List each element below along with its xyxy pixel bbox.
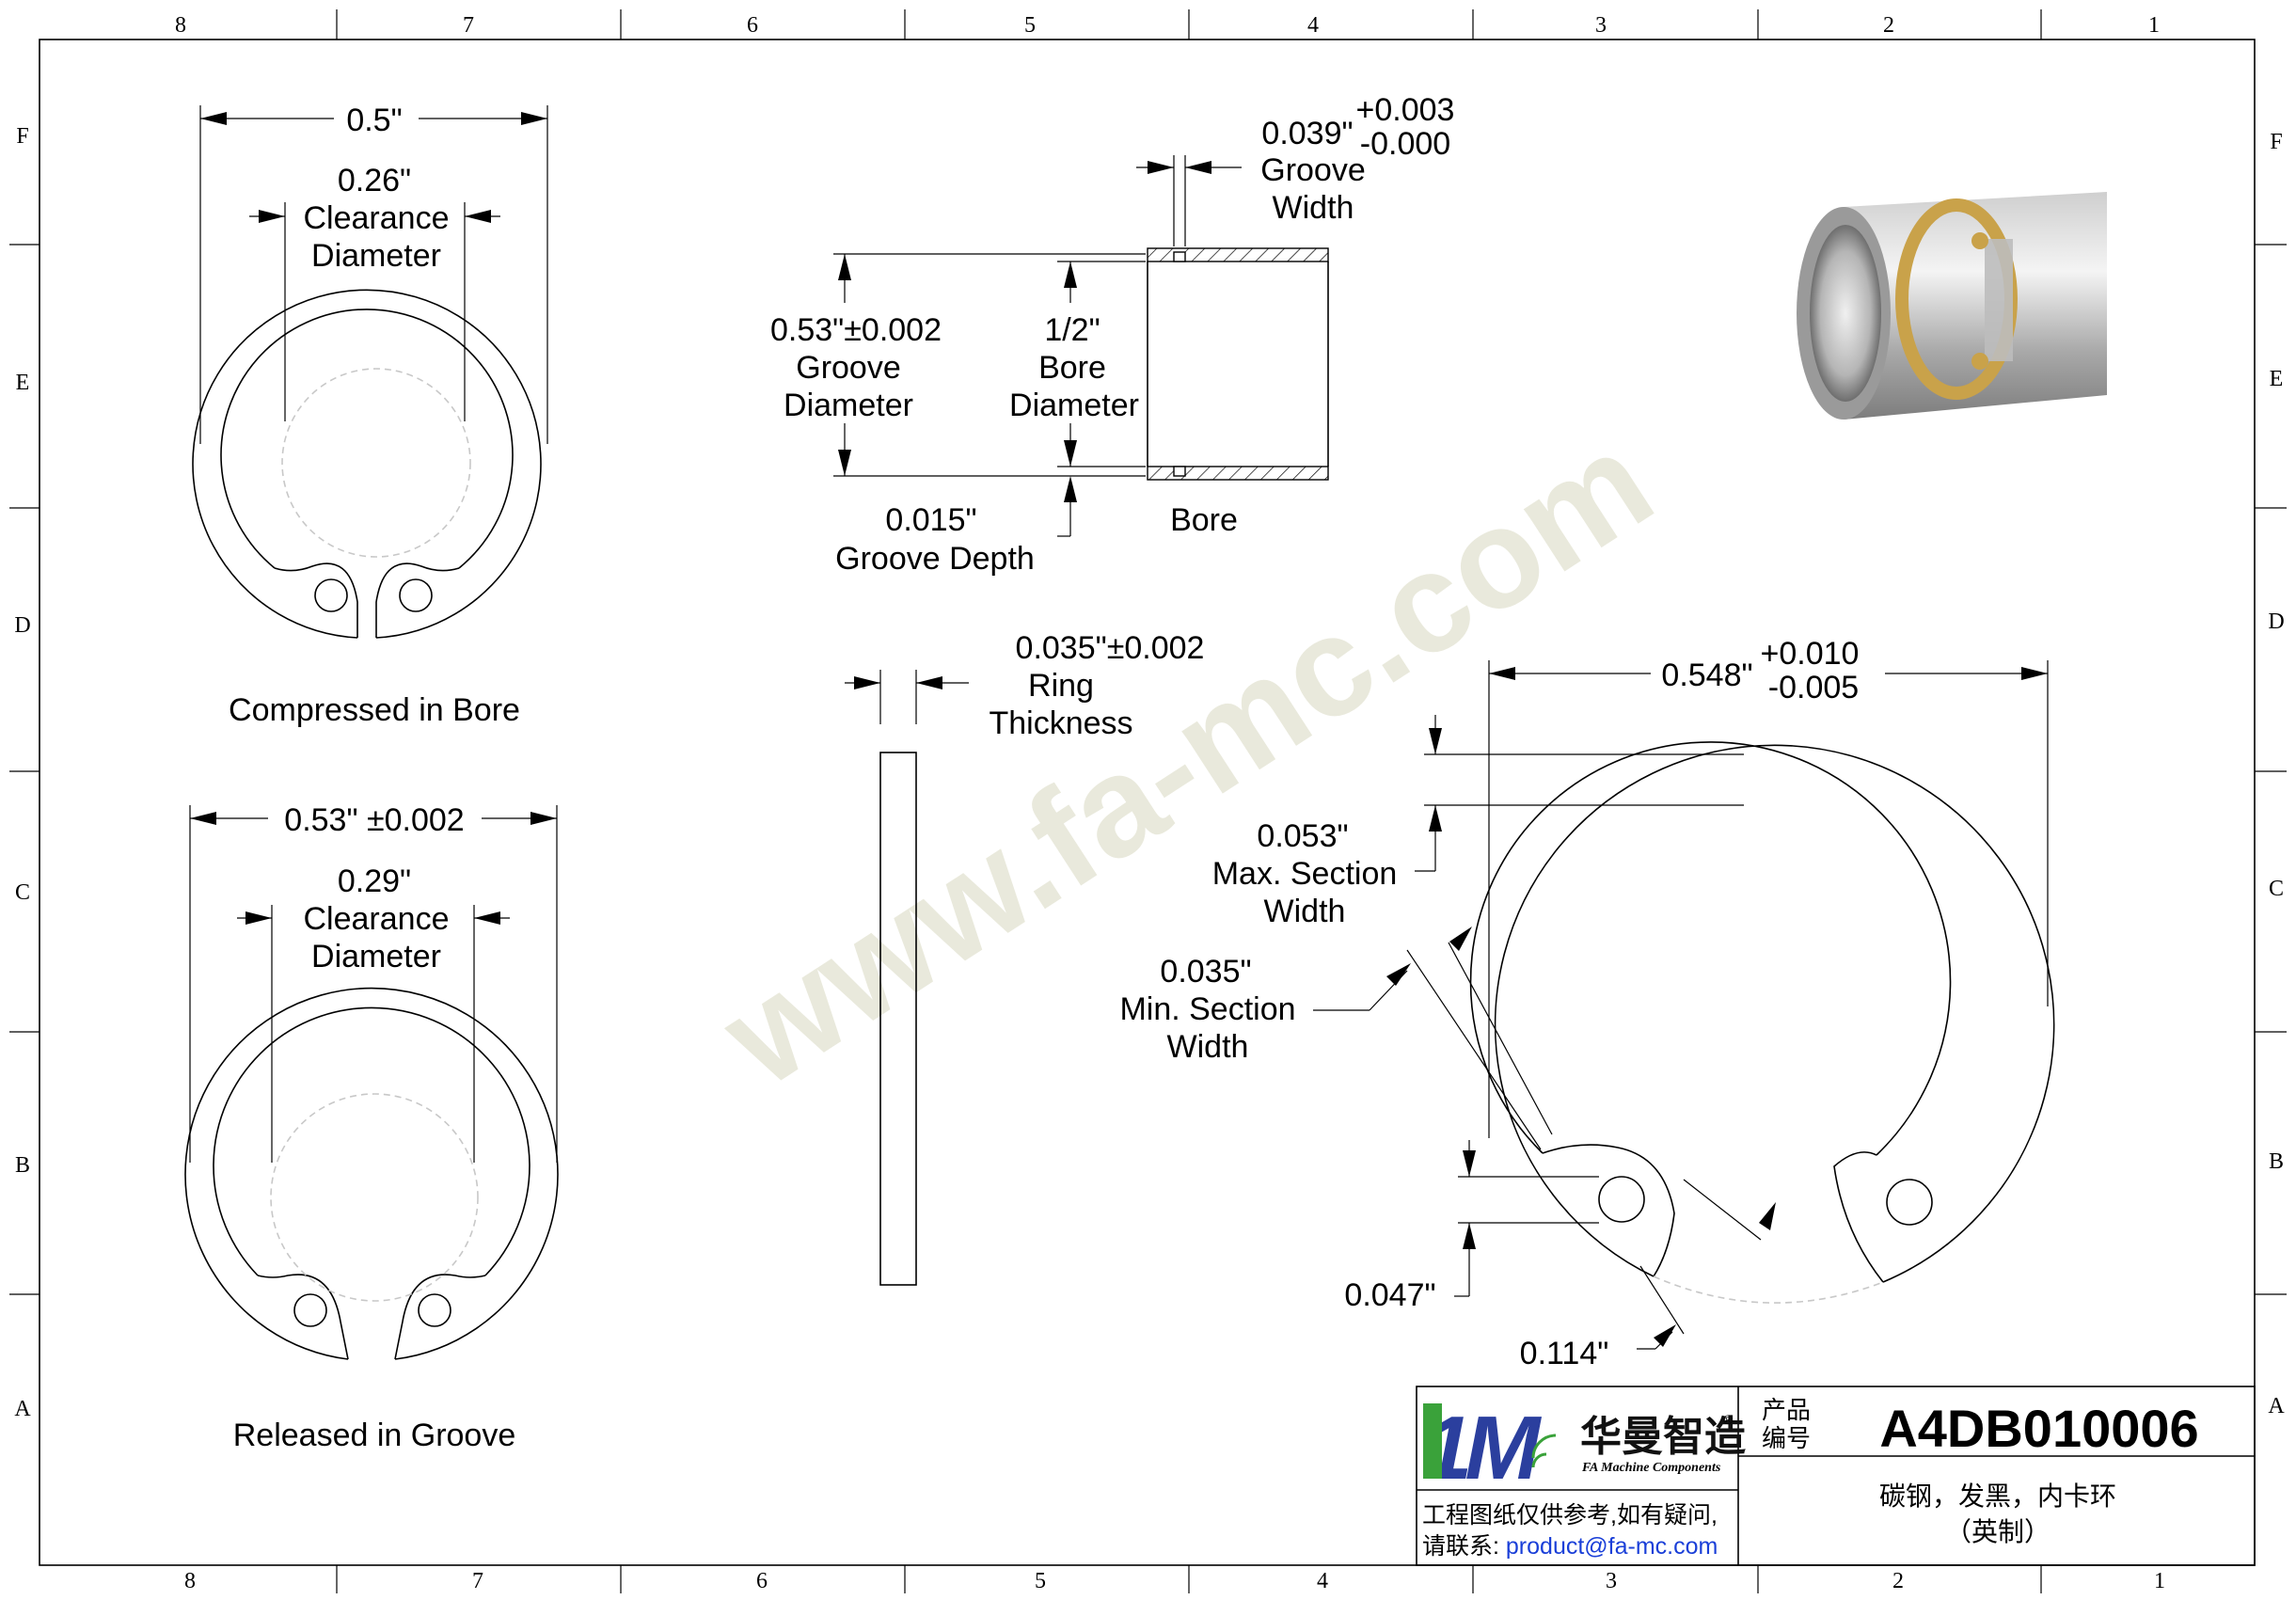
logo-chinese: 华曼智造 [1580,1414,1746,1460]
row-label-left: C [15,880,30,905]
col-label-top: 1 [2148,13,2160,38]
released-ring-view: 0.53" ±0.002 0.29" Clearance Diameter Re… [184,802,559,1453]
disclaimer-note: 工程图纸仅供参考,如有疑问, [1422,1502,1718,1529]
groove-width-tol-minus: -0.000 [1360,126,1450,162]
thickness-value: 0.035"±0.002 [1016,630,1205,666]
released-caption: Released in Groove [233,1418,516,1453]
groove-width-tol-plus: +0.003 [1356,92,1455,128]
col-label-bottom: 5 [1035,1569,1046,1593]
col-label-bottom: 6 [756,1569,768,1593]
outer-diameter-tol-plus: +0.010 [1761,636,1860,672]
ring-in-bore-illustration [1797,192,2107,420]
col-label-bottom: 2 [1892,1569,1904,1593]
row-label-right: D [2268,610,2284,634]
row-label-left: D [14,613,30,638]
released-clearance-label: Clearance [304,901,450,937]
groove-diameter-value: 0.53"±0.002 [770,312,942,348]
row-label-right: F [2270,130,2282,154]
max-section-value: 0.053" [1257,818,1348,854]
thickness-label: Thickness [989,705,1132,741]
row-label-left: B [15,1153,30,1178]
compressed-clearance-value: 0.26" [338,163,411,198]
bore-diameter-label: Diameter [1009,388,1139,423]
min-section-label: Width [1167,1029,1249,1065]
product-code-label: 产品 [1762,1396,1811,1424]
contact-line: 请联系: product@fa-mc.com [1422,1533,1718,1560]
contact-email[interactable]: product@fa-mc.com [1506,1533,1718,1560]
bore-diameter-value: 1/2" [1044,312,1100,348]
wifi-icon [1531,1434,1557,1468]
drawing-frame: 8 7 6 5 4 3 2 1 8 7 6 5 4 3 2 1 F E D C … [9,9,2287,1593]
groove-diameter-label: Diameter [784,388,913,423]
min-section-value: 0.035" [1160,954,1251,990]
min-section-label: Min. Section [1119,991,1295,1027]
col-label-bottom: 4 [1317,1569,1328,1593]
released-clearance-label: Diameter [311,939,441,974]
logo-accent-bar [1423,1403,1442,1479]
row-label-left: A [14,1397,31,1421]
max-section-label: Max. Section [1212,856,1398,892]
ring-thickness-view: 0.035"±0.002 Ring Thickness [845,630,1205,1286]
row-label-right: B [2269,1149,2284,1174]
row-label-left: F [16,124,28,149]
groove-width-label: Width [1273,190,1354,226]
col-label-top: 4 [1307,13,1319,38]
row-label-right: E [2270,367,2284,391]
col-label-bottom: 8 [184,1569,196,1593]
thickness-label: Ring [1028,668,1094,704]
compressed-clearance-label: Diameter [311,238,441,274]
compressed-outer-dim: 0.5" [346,103,402,138]
detail-ring-view: 0.548" +0.010 -0.005 0.053" Max. Section… [1119,636,2055,1371]
product-code-label: 编号 [1762,1424,1811,1452]
col-label-bottom: 7 [472,1569,483,1593]
logo-registered: ® [1723,1412,1734,1427]
bore-label: Bore [1170,502,1238,538]
part-description: （英制） [1945,1517,2051,1546]
compressed-caption: Compressed in Bore [229,692,520,728]
col-label-top: 3 [1595,13,1607,38]
contact-prefix: 请联系: [1422,1533,1506,1560]
groove-width-label: Groove [1260,152,1366,188]
company-logo: 1M 华曼智造 ® FA Machine Components [1422,1398,1746,1498]
col-label-bottom: 1 [2154,1569,2165,1593]
col-label-top: 6 [747,13,758,38]
groove-depth-label: Groove Depth [835,541,1035,577]
hole-diameter-value: 0.047" [1344,1277,1435,1313]
compressed-clearance-label: Clearance [304,200,450,236]
bore-section-view: 0.039" +0.003 -0.000 Groove Width 0.53"±… [770,92,1454,577]
row-label-right: C [2269,877,2284,901]
groove-depth-value: 0.015" [885,502,976,538]
col-label-top: 5 [1024,13,1036,38]
col-label-top: 8 [175,13,186,38]
compressed-ring-view: 0.5" 0.26" Clearance Diameter Compressed… [192,103,548,728]
col-label-top: 2 [1883,13,1894,38]
part-number: A4DB010006 [1879,1399,2198,1458]
row-label-right: A [2268,1394,2285,1418]
logo-mark: 1M [1422,1398,1542,1498]
groove-width-value: 0.039" [1261,116,1353,151]
title-block: 1M 华曼智造 ® FA Machine Components 产品 编号 A4… [1416,1386,2256,1566]
outer-diameter-value: 0.548" [1661,657,1752,693]
row-label-left: E [16,371,30,395]
part-description: 碳钢，发黑，内卡环 [1879,1481,2116,1511]
released-clearance-value: 0.29" [338,863,411,899]
max-section-label: Width [1264,894,1346,929]
bore-diameter-label: Bore [1038,350,1106,386]
outer-diameter-tol-minus: -0.005 [1768,670,1859,705]
logo-english: FA Machine Components [1581,1461,1721,1475]
col-label-top: 7 [463,13,474,38]
groove-diameter-label: Groove [796,350,901,386]
released-outer-dim: 0.53" ±0.002 [284,802,464,838]
lug-value: 0.114" [1520,1336,1609,1371]
col-label-bottom: 3 [1606,1569,1617,1593]
